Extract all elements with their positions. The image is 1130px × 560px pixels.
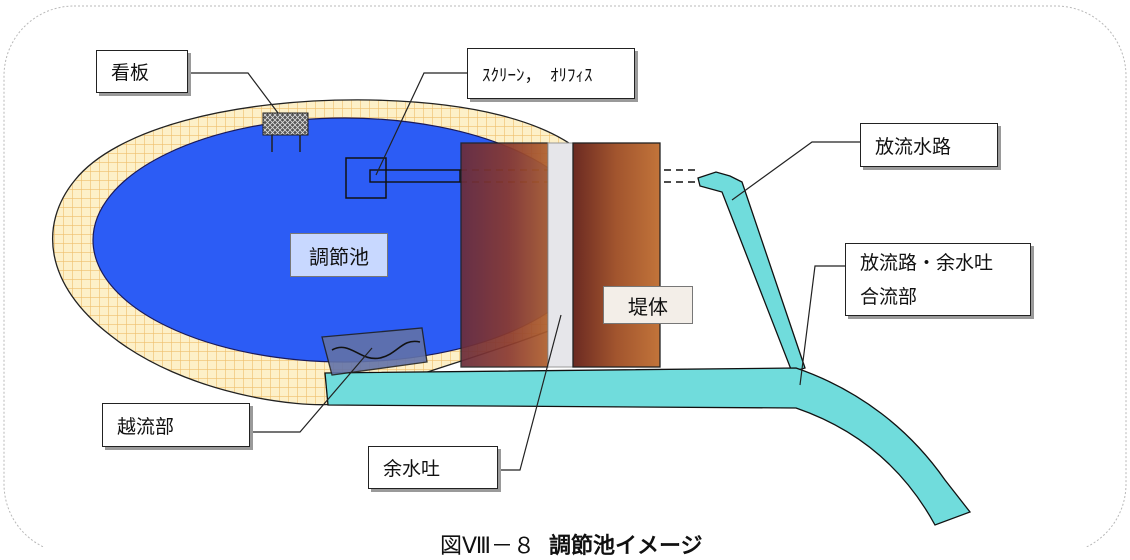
overflow-leader xyxy=(250,347,373,433)
pond-label: 調節池 xyxy=(290,233,388,277)
discharge-channel xyxy=(697,171,806,373)
discharge-channel-callout: 放流水路 xyxy=(860,123,998,167)
screen-leader xyxy=(375,72,467,176)
sign-callout: 看板 xyxy=(96,50,188,93)
spillway-gap xyxy=(547,142,574,368)
spillway-channel xyxy=(324,367,972,526)
embankment-right xyxy=(572,142,661,368)
spillway-callout: 余水吐 xyxy=(368,446,498,489)
junction-callout: 放流路・余水吐 合流部 xyxy=(845,243,1031,316)
overflow-callout: 越流部 xyxy=(102,403,250,447)
sign-board-icon xyxy=(262,112,309,136)
screen-orifice-callout: ｽｸﾘｰﾝ， ｵﾘﾌｨｽ xyxy=(467,48,635,99)
overflow-curve xyxy=(331,340,421,360)
junction-leader xyxy=(799,265,845,386)
embankment-label: 堤体 xyxy=(603,286,693,324)
discharge-leader xyxy=(731,141,860,201)
figure-frame xyxy=(3,5,1127,547)
orifice-pipe xyxy=(369,169,461,183)
sign-leader xyxy=(188,72,279,114)
spillway-leader xyxy=(498,314,562,471)
junction-label-line2: 合流部 xyxy=(860,285,918,308)
embankment-left xyxy=(460,142,549,368)
overflow-weir xyxy=(321,327,428,376)
figure-caption: 図Ⅷ－８ 調節池イメージ xyxy=(440,528,703,560)
screen-box xyxy=(345,157,387,199)
junction-label-line1: 放流路・余水吐 xyxy=(860,251,994,274)
